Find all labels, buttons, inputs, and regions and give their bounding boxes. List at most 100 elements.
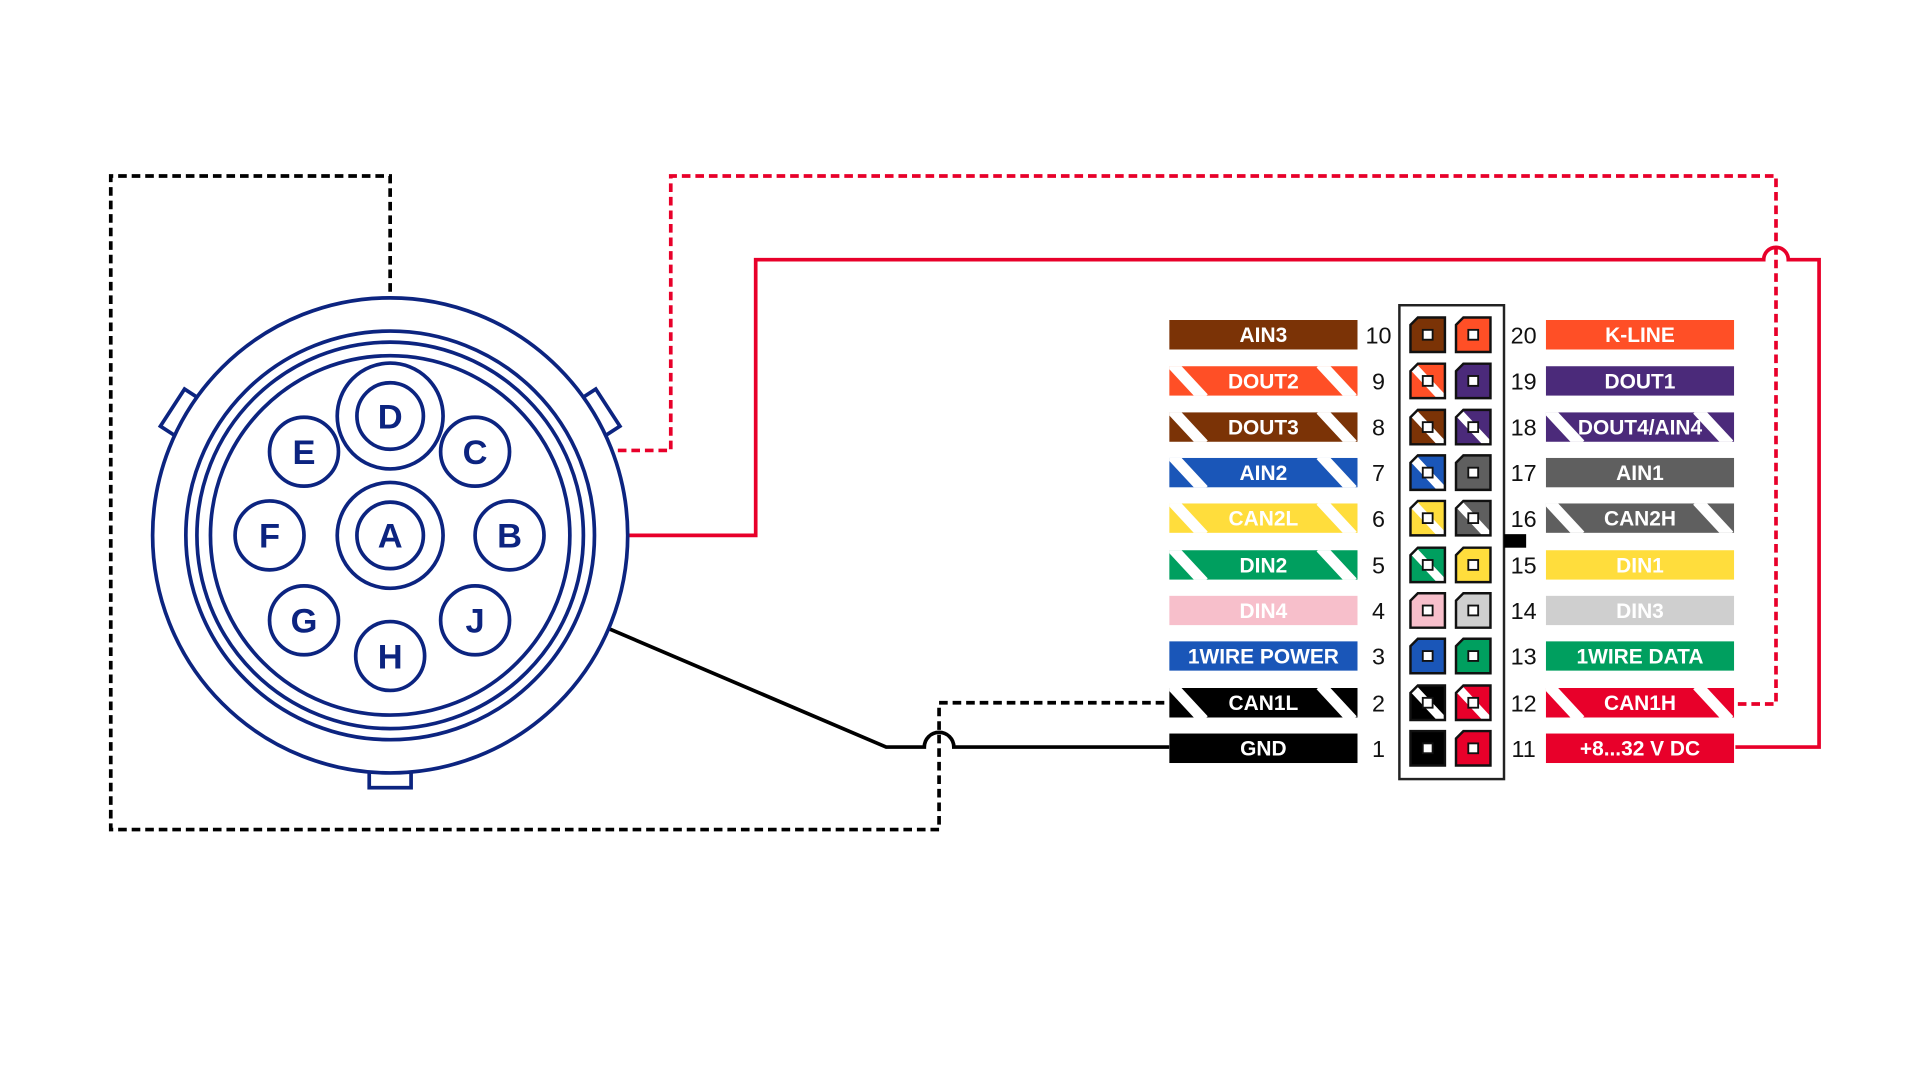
label-fill: [1545, 320, 1735, 350]
ground-wire: [438, 554, 1170, 749]
terminal-pin-15: [1454, 546, 1492, 584]
signal-label-bg: [1545, 366, 1735, 396]
pin-contact: [1421, 466, 1434, 479]
pin-number: 14: [1511, 598, 1537, 624]
stripe: [1545, 688, 1585, 718]
pin-letter: G: [291, 603, 318, 641]
pin-number: 7: [1372, 460, 1385, 486]
pin-outline: [1454, 499, 1492, 537]
signal-label: DOUT1: [1605, 370, 1676, 393]
pin-circle: [267, 584, 341, 657]
stripe: [1545, 412, 1585, 442]
pin-letter: B: [497, 518, 522, 556]
pin-contact: [1467, 604, 1480, 617]
signal-label-bg: [1169, 550, 1358, 580]
signal-label-bg: [1169, 733, 1358, 764]
pin-circle: [267, 415, 341, 489]
pin-number: 5: [1372, 553, 1385, 579]
stripe: [1316, 688, 1357, 718]
signal-label: CAN2H: [1604, 508, 1676, 531]
stripe: [1169, 688, 1208, 718]
connector-pin-h: H: [353, 619, 427, 693]
stripe: [1693, 412, 1734, 442]
signal-label: DIN2: [1240, 554, 1288, 577]
pin-letter: E: [293, 434, 316, 472]
signal-label-bg: [1545, 320, 1735, 350]
pin-letter: D: [378, 398, 403, 436]
pin-contact: [1467, 421, 1480, 433]
pin-outline: [1409, 592, 1447, 629]
signal-label-bg: [1545, 412, 1735, 442]
signal-label: DOUT3: [1228, 416, 1299, 439]
pin-row-left: AIN3 10: [1169, 320, 1391, 350]
terminal-pin-16: [1454, 499, 1492, 537]
terminal-pin-4: [1409, 592, 1447, 629]
can-low-dashed-wire: [108, 174, 1170, 832]
signal-label-bg: [1169, 688, 1358, 718]
signal-label: AIN2: [1240, 462, 1288, 485]
terminal-pin-7: [1409, 454, 1447, 492]
pin-contact: [1467, 696, 1480, 709]
signal-label-bg: [1169, 503, 1358, 533]
pin-number: 11: [1512, 736, 1536, 762]
pin-number: 20: [1511, 322, 1537, 348]
signal-label: CAN1L: [1229, 692, 1299, 715]
pin-outline: [1454, 454, 1492, 492]
signal-label: 1WIRE DATA: [1577, 645, 1704, 668]
signal-label: CAN2L: [1229, 508, 1299, 531]
pin-outline: [1409, 316, 1447, 354]
pin-contact: [1421, 421, 1434, 433]
pin-circle: [355, 500, 426, 571]
connector-pin-c: C: [438, 415, 512, 489]
signal-label: DOUT2: [1228, 370, 1299, 393]
pin-row-left: DIN2 5: [1169, 550, 1385, 580]
pin-contact: [1421, 650, 1434, 662]
signal-label: AIN3: [1240, 324, 1288, 347]
pin-number: 8: [1372, 415, 1385, 441]
pin-outline: [1454, 637, 1492, 675]
pin-contact: [1467, 328, 1480, 341]
terminal-pin-10: [1409, 316, 1447, 354]
stripe: [1169, 457, 1208, 488]
pin-outline: [1409, 729, 1447, 767]
terminal-pin-5: [1409, 546, 1447, 584]
pin-number: 10: [1365, 322, 1391, 348]
terminal-pin-19: [1454, 362, 1492, 400]
stripe: [1169, 503, 1208, 533]
signal-label-bg: [1545, 457, 1735, 488]
pin-outline: [1454, 316, 1492, 354]
signal-label: 1WIRE POWER: [1188, 645, 1339, 668]
terminal-pin-14: [1454, 592, 1492, 629]
stripe: [1169, 550, 1208, 580]
terminal-pin-18: [1454, 408, 1492, 446]
stripe: [1693, 688, 1734, 718]
signal-label-bg: [1169, 320, 1358, 350]
pin-outline: [1409, 454, 1447, 492]
signal-label-bg: [1545, 641, 1735, 671]
stripe: [1316, 366, 1357, 396]
pin-outline: [1454, 592, 1492, 629]
pin-row-left: AIN2 7: [1169, 457, 1385, 488]
pin-letter: H: [378, 638, 403, 676]
pin-circle: [438, 415, 512, 489]
pin-circle: [438, 584, 512, 657]
signal-label: DOUT4/AIN4: [1578, 416, 1703, 439]
pin-letter: F: [259, 518, 280, 556]
terminal-pin-2: [1409, 684, 1447, 722]
signal-label-bg: [1169, 595, 1358, 626]
wires: [108, 174, 1821, 832]
pin-outline: [1409, 684, 1447, 722]
power-wire: [544, 245, 1821, 749]
stripe: [1169, 366, 1208, 396]
signal-label-bg: [1545, 733, 1735, 764]
pin-contact: [1421, 559, 1434, 571]
pin-number: 2: [1372, 690, 1385, 716]
pin-outline: [1409, 499, 1447, 537]
